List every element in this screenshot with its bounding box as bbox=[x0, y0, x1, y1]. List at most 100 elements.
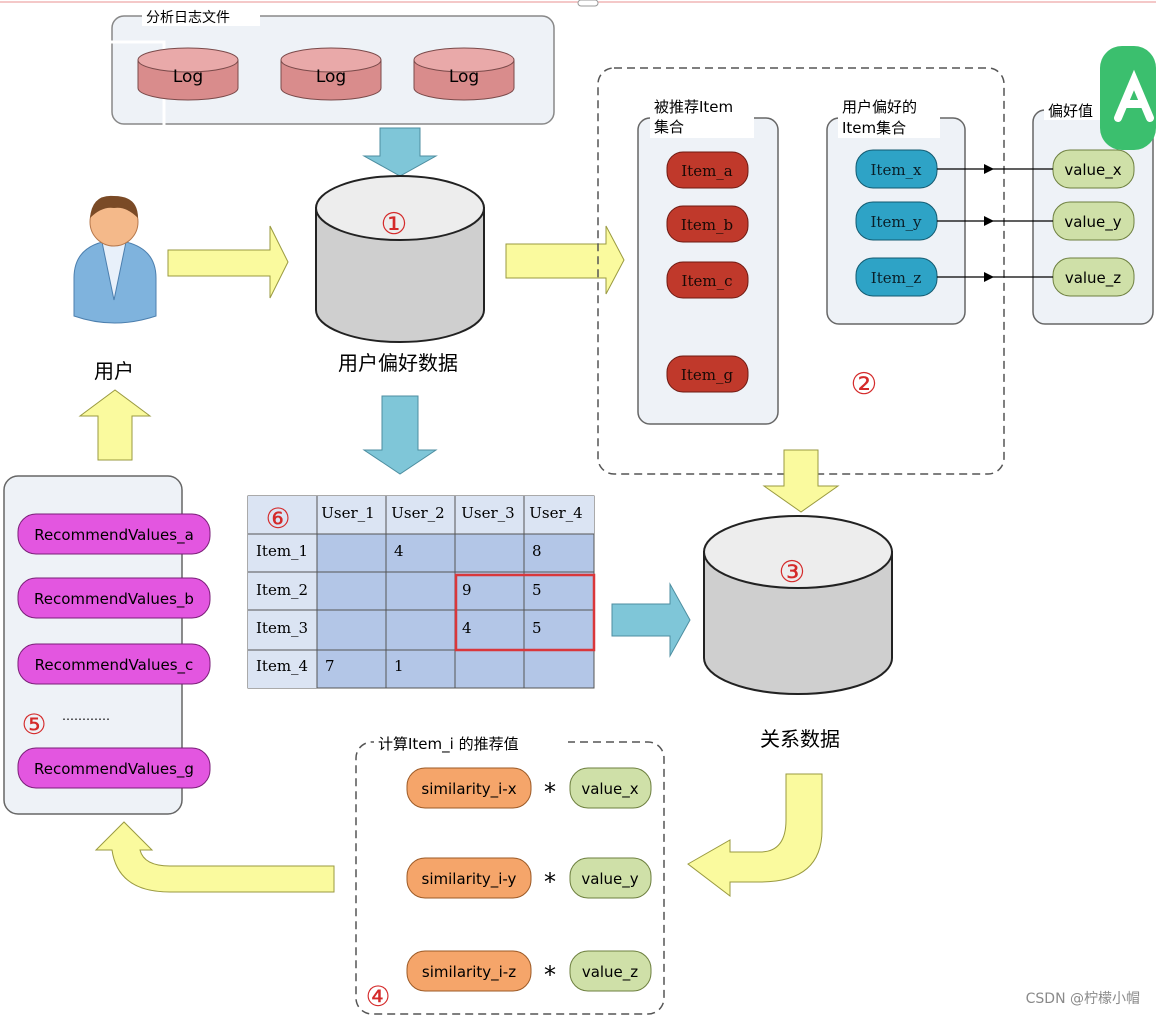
item-b-label: Item_b bbox=[681, 216, 733, 234]
compute-group: 计算Item_i 的推荐值 similarity_i-x * value_x s… bbox=[355, 734, 665, 1015]
preference-values-panel: 偏好值 value_x value_y value_z bbox=[1032, 98, 1154, 325]
relation-db-label: 关系数据 bbox=[760, 727, 840, 751]
recommend-a-pill: RecommendValues_a bbox=[17, 513, 211, 555]
cell-item4-user2: 1 bbox=[394, 657, 404, 675]
user-pref-title-2: Item集合 bbox=[842, 119, 906, 137]
row-item-3: Item_3 bbox=[256, 619, 308, 637]
log-group-title: 分析日志文件 bbox=[146, 10, 230, 26]
recommend-b-pill: RecommendValues_b bbox=[17, 577, 211, 619]
step-5-number: ⑤ bbox=[21, 708, 46, 741]
sets-to-relation-arrow bbox=[762, 449, 840, 513]
similarity-y-pill: similarity_i-y bbox=[406, 857, 532, 899]
compute-value-x-pill: value_x bbox=[569, 767, 652, 809]
user-label: 用户 bbox=[94, 359, 134, 383]
recommended-title-1: 被推荐Item bbox=[654, 98, 733, 116]
row-item-2: Item_2 bbox=[256, 581, 308, 599]
compute-value-z-label: value_z bbox=[582, 963, 638, 982]
value-z-pill: value_z bbox=[1052, 257, 1135, 297]
log-label-3: Log bbox=[449, 67, 479, 87]
compute-value-z-pill: value_z bbox=[569, 950, 652, 992]
recommend-values-panel: RecommendValues_a RecommendValues_b Reco… bbox=[3, 475, 211, 815]
cell-item1-user2: 4 bbox=[394, 542, 404, 560]
col-user-1: User_1 bbox=[321, 504, 374, 522]
multiply-x: * bbox=[544, 778, 556, 806]
cell-item2-user4: 5 bbox=[532, 581, 542, 599]
highlight-box bbox=[454, 573, 596, 652]
relation-to-compute-arrow bbox=[687, 773, 823, 898]
multiply-z: * bbox=[544, 961, 556, 989]
link-y-arrowhead bbox=[984, 216, 994, 226]
cell-item3-user3: 4 bbox=[462, 619, 472, 637]
preference-db-label: 用户偏好数据 bbox=[338, 351, 458, 375]
item-x-pill: Item_x bbox=[855, 149, 938, 189]
matrix-to-relation-arrow bbox=[611, 582, 691, 658]
item-c-label: Item_c bbox=[682, 272, 733, 290]
rating-matrix: ⑥ User_1 User_2 User_3 User_4 Item_1 Ite… bbox=[247, 495, 596, 689]
item-a-label: Item_a bbox=[681, 162, 733, 180]
group-2-dashed-border bbox=[597, 67, 1005, 475]
compute-title: 计算Item_i 的推荐值 bbox=[378, 735, 519, 754]
log-cylinder-3: Log bbox=[413, 47, 515, 101]
user-to-db-arrow bbox=[167, 225, 289, 299]
watermark: CSDN @柠檬小帽 bbox=[1026, 991, 1140, 1007]
db-to-sets-arrow bbox=[505, 225, 625, 295]
recommend-c-label: RecommendValues_c bbox=[35, 656, 194, 675]
item-x-label: Item_x bbox=[870, 161, 922, 179]
cell-item1-user4: 8 bbox=[532, 542, 542, 560]
recommend-c-pill: RecommendValues_c bbox=[17, 643, 211, 685]
logs-to-db-arrow bbox=[362, 127, 438, 177]
link-z-arrowhead bbox=[984, 272, 994, 282]
cell-item2-user3: 9 bbox=[462, 581, 472, 599]
log-cylinder-1: Log bbox=[137, 47, 239, 101]
row-item-1: Item_1 bbox=[256, 542, 308, 560]
compute-value-y-pill: value_y bbox=[569, 857, 652, 899]
recommended-title-2: 集合 bbox=[654, 118, 684, 136]
log-label-2: Log bbox=[316, 67, 346, 87]
recommend-b-label: RecommendValues_b bbox=[34, 590, 194, 609]
similarity-z-label: similarity_i-z bbox=[422, 963, 516, 982]
step-6-number: ⑥ bbox=[265, 502, 290, 535]
ellipsis-text: ………… bbox=[62, 709, 110, 723]
item-g-label: Item_g bbox=[681, 366, 734, 384]
compute-value-y-label: value_y bbox=[581, 870, 638, 889]
step-1-number: ① bbox=[381, 207, 408, 242]
value-y-pill: value_y bbox=[1052, 201, 1135, 241]
col-user-4: User_4 bbox=[529, 504, 582, 522]
item-z-label: Item_z bbox=[871, 269, 922, 287]
item-a-pill: Item_a bbox=[666, 151, 749, 189]
db-to-matrix-arrow bbox=[362, 395, 438, 475]
similarity-x-label: similarity_i-x bbox=[421, 780, 516, 799]
similarity-y-label: similarity_i-y bbox=[422, 870, 517, 889]
compute-value-x-label: value_x bbox=[581, 780, 638, 799]
user-icon bbox=[73, 195, 157, 324]
step-4-number: ④ bbox=[365, 980, 390, 1013]
row-item-4: Item_4 bbox=[256, 657, 308, 675]
value-y-label: value_y bbox=[1064, 213, 1121, 232]
item-c-pill: Item_c bbox=[666, 261, 749, 299]
col-user-3: User_3 bbox=[461, 504, 514, 522]
item-g-pill: Item_g bbox=[666, 355, 749, 393]
cell-item4-user1: 7 bbox=[325, 657, 335, 675]
value-z-label: value_z bbox=[1065, 269, 1121, 288]
pref-values-title: 偏好值 bbox=[1048, 102, 1093, 120]
cell-item3-user4: 5 bbox=[532, 619, 542, 637]
item-z-pill: Item_z bbox=[855, 257, 938, 297]
log-cylinder-2: Log bbox=[280, 47, 382, 101]
similarity-z-pill: similarity_i-z bbox=[406, 950, 532, 992]
recommended-items-panel: 被推荐Item 集合 Item_a Item_b Item_c Item_g bbox=[637, 96, 779, 425]
value-x-label: value_x bbox=[1064, 161, 1121, 180]
step-2-number: ② bbox=[851, 367, 878, 402]
recommend-g-pill: RecommendValues_g bbox=[17, 747, 211, 789]
user-preferred-items-panel: 用户偏好的 Item集合 Item_x Item_y Item_z bbox=[826, 94, 966, 325]
relation-db-cylinder: ③ bbox=[703, 515, 893, 695]
item-b-pill: Item_b bbox=[666, 205, 749, 243]
log-files-group: 分析日志文件 Log Log Log bbox=[0, 8, 555, 130]
link-x-arrowhead bbox=[984, 164, 994, 174]
results-to-user-arrow bbox=[78, 389, 152, 461]
col-user-2: User_2 bbox=[391, 504, 444, 522]
user-pref-title-1: 用户偏好的 bbox=[842, 98, 917, 116]
value-x-pill: value_x bbox=[1052, 149, 1135, 189]
recommend-a-label: RecommendValues_a bbox=[34, 526, 194, 545]
item-y-label: Item_y bbox=[870, 213, 922, 231]
